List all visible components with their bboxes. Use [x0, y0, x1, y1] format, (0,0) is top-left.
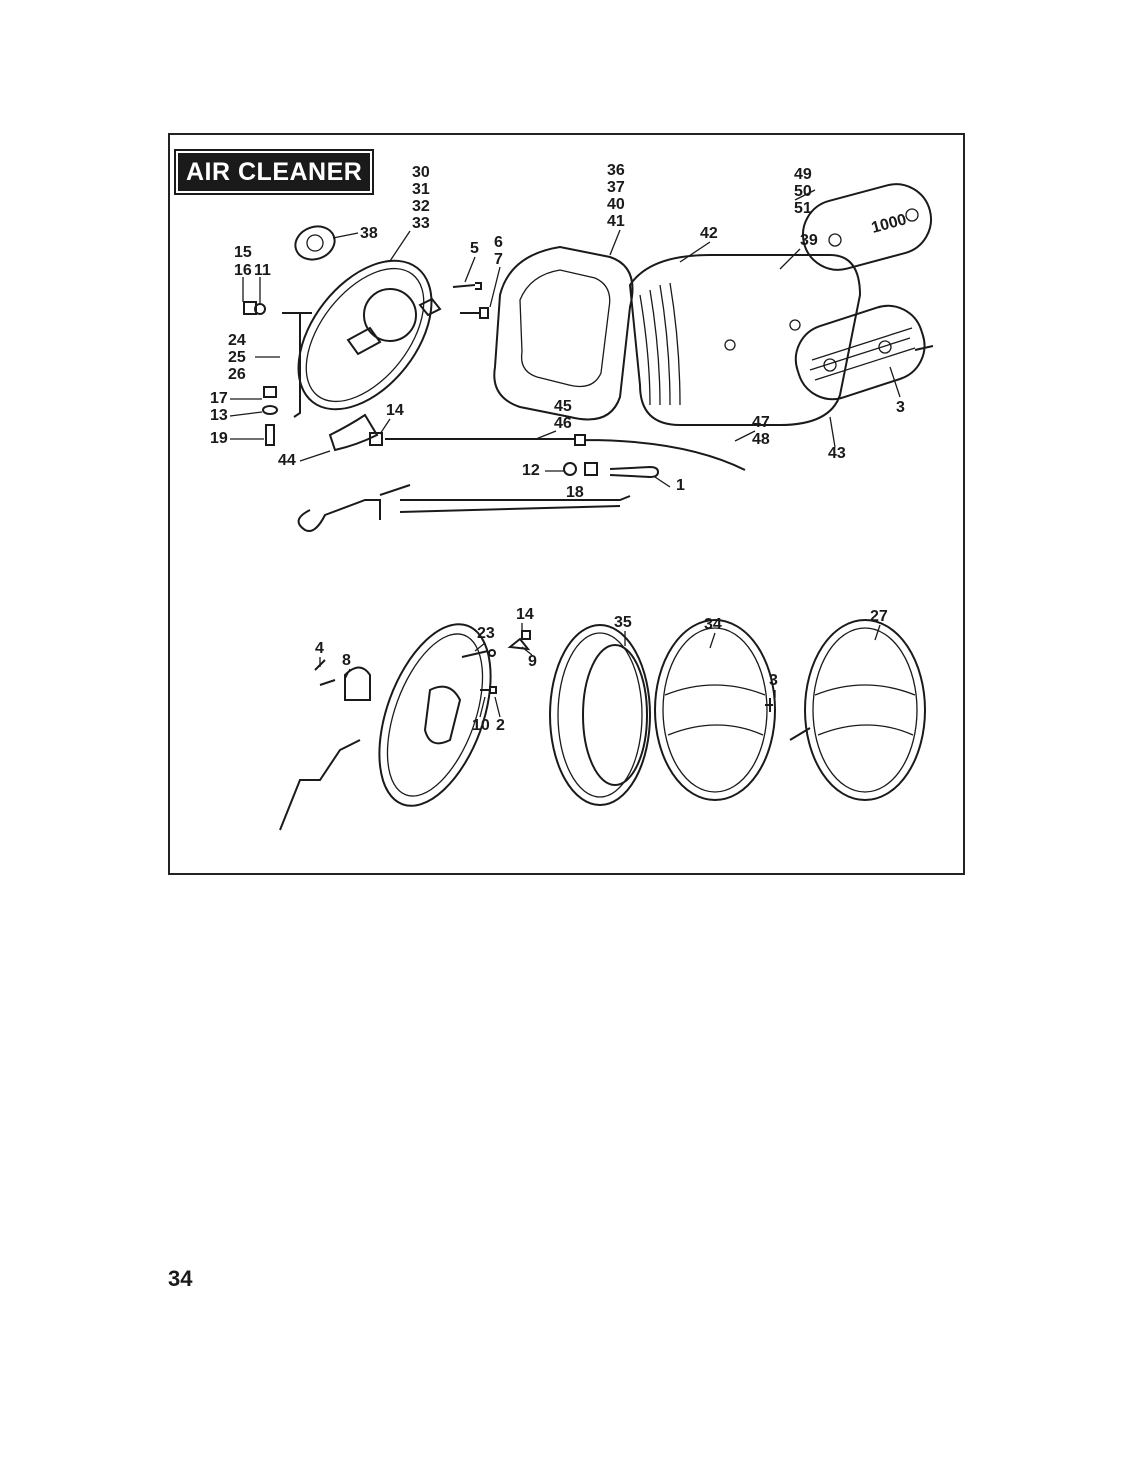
callout-8: 8 — [342, 652, 351, 669]
backing-plate-lower — [378, 623, 492, 807]
callout-7: 7 — [494, 251, 503, 268]
callout-11: 11 — [254, 262, 271, 279]
nut-14-lower — [521, 630, 531, 640]
callout-13: 13 — [210, 407, 228, 424]
callout-2: 2 — [496, 717, 505, 734]
callout-14b: 14 — [516, 606, 534, 623]
callout-4: 4 — [315, 640, 324, 657]
choke-lever-rod — [279, 739, 361, 831]
callout-26: 26 — [228, 366, 246, 383]
callout-24: 24 — [228, 332, 246, 349]
bracket — [282, 312, 312, 418]
callout-42: 42 — [700, 225, 718, 242]
callout-32: 32 — [412, 198, 430, 215]
callout-51: 51 — [794, 200, 812, 217]
callout-19: 19 — [210, 430, 228, 447]
callout-46: 46 — [554, 415, 572, 432]
nut-17 — [263, 386, 277, 398]
screw-3-lower — [765, 698, 773, 712]
callout-5: 5 — [470, 240, 479, 257]
callout-23: 23 — [477, 625, 495, 642]
callout-40: 40 — [607, 196, 625, 213]
callout-39: 39 — [800, 232, 818, 249]
callout-31: 31 — [412, 181, 430, 198]
finned-cover-43 — [794, 304, 926, 401]
screw-3-upper — [914, 345, 934, 351]
callout-33: 33 — [412, 215, 430, 232]
bolt-7 — [460, 307, 489, 319]
washer-13 — [262, 405, 278, 415]
callout-3a: 3 — [896, 399, 905, 416]
screw-5 — [452, 282, 482, 290]
callout-15: 15 — [234, 244, 252, 261]
callout-45: 45 — [554, 398, 572, 415]
choke-bracket — [297, 484, 411, 532]
nut-14-upper — [369, 432, 383, 446]
washer-12 — [563, 462, 577, 476]
exploded-parts-diagram: 1000 — [243, 183, 934, 831]
choke-link-rod — [399, 495, 631, 513]
callout-14a: 14 — [386, 402, 404, 419]
page-number: 34 — [168, 1266, 193, 1291]
housing-42 — [628, 254, 862, 426]
round-cover-34 — [654, 619, 776, 801]
callout-49: 49 — [794, 166, 812, 183]
stud-19 — [265, 424, 275, 446]
nut-18 — [584, 462, 598, 476]
cotter-pin-1 — [609, 465, 660, 479]
choke-cable-47 — [574, 434, 746, 471]
round-cover-27 — [789, 619, 926, 801]
callout-37: 37 — [607, 179, 625, 196]
callout-36: 36 — [607, 162, 625, 179]
callout-6: 6 — [494, 234, 503, 251]
callout-34: 34 — [704, 616, 722, 633]
callout-47: 47 — [752, 414, 770, 431]
backing-plate-upper — [297, 259, 442, 411]
spring-23 — [461, 650, 489, 658]
callout-16: 16 — [234, 262, 252, 279]
callout-35: 35 — [614, 614, 632, 631]
callout-41: 41 — [607, 213, 625, 230]
screw-10-2 — [480, 686, 497, 694]
callout-18: 18 — [566, 484, 584, 501]
callout-1: 1 — [676, 477, 685, 494]
leader-lines — [229, 189, 901, 718]
callout-44: 44 — [278, 452, 296, 469]
washer-11 — [254, 303, 266, 315]
callout-43: 43 — [828, 445, 846, 462]
callout-27: 27 — [870, 608, 888, 625]
callout-9: 9 — [528, 653, 537, 670]
callout-labels: 30 31 32 33 38 15 16 11 5 6 7 36 37 40 4… — [210, 162, 905, 734]
choke-knob-44 — [328, 413, 379, 452]
callout-48: 48 — [752, 431, 770, 448]
callout-10: 10 — [472, 717, 490, 734]
filter-element-36 — [493, 245, 634, 421]
callout-50: 50 — [794, 183, 812, 200]
callout-30: 30 — [412, 164, 430, 181]
diagram-title: AIR CLEANER — [173, 149, 375, 195]
diagram-frame: AIR CLEANER — [168, 133, 965, 875]
gasket-38 — [294, 225, 336, 261]
callout-12: 12 — [522, 462, 540, 479]
callout-3b: 3 — [769, 672, 778, 689]
callout-25: 25 — [228, 349, 246, 366]
callout-17: 17 — [210, 390, 228, 407]
clip-9 — [507, 637, 531, 651]
filter-element-35 — [549, 624, 651, 806]
callout-38: 38 — [360, 225, 378, 242]
